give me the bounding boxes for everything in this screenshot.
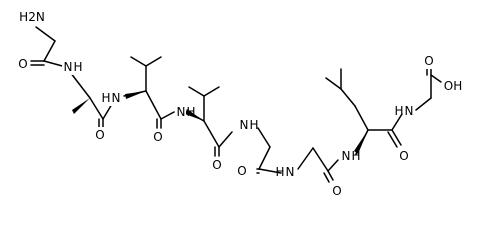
bond-ala-c-n bbox=[102, 103, 113, 120]
bond-val2-cb-cg1 bbox=[188, 86, 205, 97]
val1-h-label: H bbox=[101, 91, 110, 105]
atom-ala-n: N bbox=[62, 59, 73, 75]
bond-val1-c-n bbox=[160, 111, 175, 120]
atom-gly2-n: N bbox=[238, 117, 250, 133]
atom-amine: H2N bbox=[18, 9, 45, 25]
stereo-wedge-layer bbox=[72, 91, 368, 154]
ala-oxygen-label: O bbox=[95, 128, 104, 142]
amine-label: H2N bbox=[19, 10, 45, 24]
atom-gly3-n: N bbox=[284, 164, 296, 180]
bond-ala-ca-c bbox=[89, 97, 104, 120]
atom-label-layer: H2N O N O N O N O bbox=[17, 9, 464, 199]
bond-val2-ca-c bbox=[203, 120, 220, 148]
bond-gly4-n-ca bbox=[415, 97, 432, 111]
bond-gly1-ca-c bbox=[43, 40, 56, 62]
atom-acid-hydroxyl: OH bbox=[442, 78, 464, 94]
val1-oxygen-label: O bbox=[153, 130, 162, 144]
atom-val1-n: N bbox=[110, 90, 122, 106]
gly4-h-label: H bbox=[394, 104, 403, 118]
bond-val2-cb-cg2 bbox=[203, 86, 220, 97]
bond-gly2-n-ca bbox=[257, 127, 271, 148]
bond-leu-cg-cd1 bbox=[325, 77, 342, 90]
atom-gly1-oxygen: O bbox=[17, 56, 30, 72]
bond-val2-c-n bbox=[218, 131, 233, 148]
gly3-n-label: N bbox=[286, 165, 295, 179]
leu-oxygen-label: O bbox=[399, 149, 408, 163]
gly3-oxygen-label: O bbox=[332, 184, 341, 198]
val2-oxygen-label: O bbox=[212, 158, 221, 172]
atom-leu-oxygen: O bbox=[398, 148, 411, 164]
bond-val1-cb-cg2 bbox=[145, 56, 162, 67]
acid-hydroxyl-label: OH bbox=[444, 79, 462, 93]
gly2-oxygen-label: O bbox=[237, 164, 246, 178]
bond-val1-ca-c bbox=[145, 90, 162, 120]
bond-amine-ca bbox=[35, 26, 56, 42]
bond-gly3-ca-c bbox=[312, 147, 329, 172]
atom-gly2-oxygen: O bbox=[236, 163, 249, 179]
bond-leu-ca-cb bbox=[354, 105, 369, 131]
bond-leu-c-n bbox=[391, 113, 403, 131]
wedge-leu-n bbox=[354, 130, 368, 154]
bond-gly2-ca-c bbox=[258, 146, 271, 170]
gly2-n-label: N bbox=[240, 118, 249, 132]
wedge-ala-methyl bbox=[72, 98, 90, 114]
ala-n-label: N bbox=[64, 60, 73, 74]
wedge-val2-n bbox=[185, 109, 204, 121]
atom-acid-oxygen: O bbox=[423, 53, 436, 69]
bond-layer bbox=[30, 26, 442, 183]
atom-val2-oxygen: O bbox=[211, 157, 224, 173]
bond-leu-co-b bbox=[387, 131, 398, 148]
bond-acid-c-oh bbox=[430, 74, 442, 83]
acid-oxygen-label: O bbox=[424, 54, 433, 68]
bond-gly3-c-n bbox=[327, 159, 339, 172]
val2-n-label: N bbox=[177, 105, 186, 119]
gly3-h-label: H bbox=[275, 165, 284, 179]
bond-leu-co-a bbox=[391, 129, 402, 146]
leu-h-label: H bbox=[351, 149, 360, 163]
val1-n-label: N bbox=[112, 91, 121, 105]
atom-gly4-n: N bbox=[403, 103, 415, 119]
atom-val1-oxygen: O bbox=[152, 129, 165, 145]
atom-leu-n: N bbox=[340, 148, 352, 164]
bond-gly3-n-ca bbox=[297, 147, 314, 170]
ala-h-label: H bbox=[73, 60, 82, 74]
atom-val2-n: N bbox=[175, 104, 186, 120]
bond-gly3-co-a bbox=[327, 170, 334, 181]
molecule-canvas: H2N O N O N O N O bbox=[17, 9, 464, 199]
gly1-oxygen-label: O bbox=[18, 57, 27, 71]
val2-h-label: H bbox=[186, 105, 195, 119]
bond-gly3-co-b bbox=[323, 172, 330, 183]
gly4-n-label: N bbox=[405, 104, 414, 118]
wedge-val1-n bbox=[125, 91, 146, 99]
atom-gly3-oxygen: O bbox=[331, 183, 344, 199]
bond-gly2-c-n bbox=[258, 168, 282, 174]
bond-ala-n-ca bbox=[69, 71, 91, 99]
bond-val1-cb-cg1 bbox=[130, 56, 147, 67]
leu-n-label: N bbox=[342, 149, 351, 163]
atom-ala-oxygen: O bbox=[94, 127, 107, 143]
structural-formula: H2N O N O N O N O bbox=[17, 9, 464, 199]
gly2-h-label: H bbox=[249, 118, 258, 132]
bond-leu-cb-cg bbox=[340, 88, 356, 107]
amide-hydrogen-layer: H H H H H H H bbox=[73, 60, 403, 179]
